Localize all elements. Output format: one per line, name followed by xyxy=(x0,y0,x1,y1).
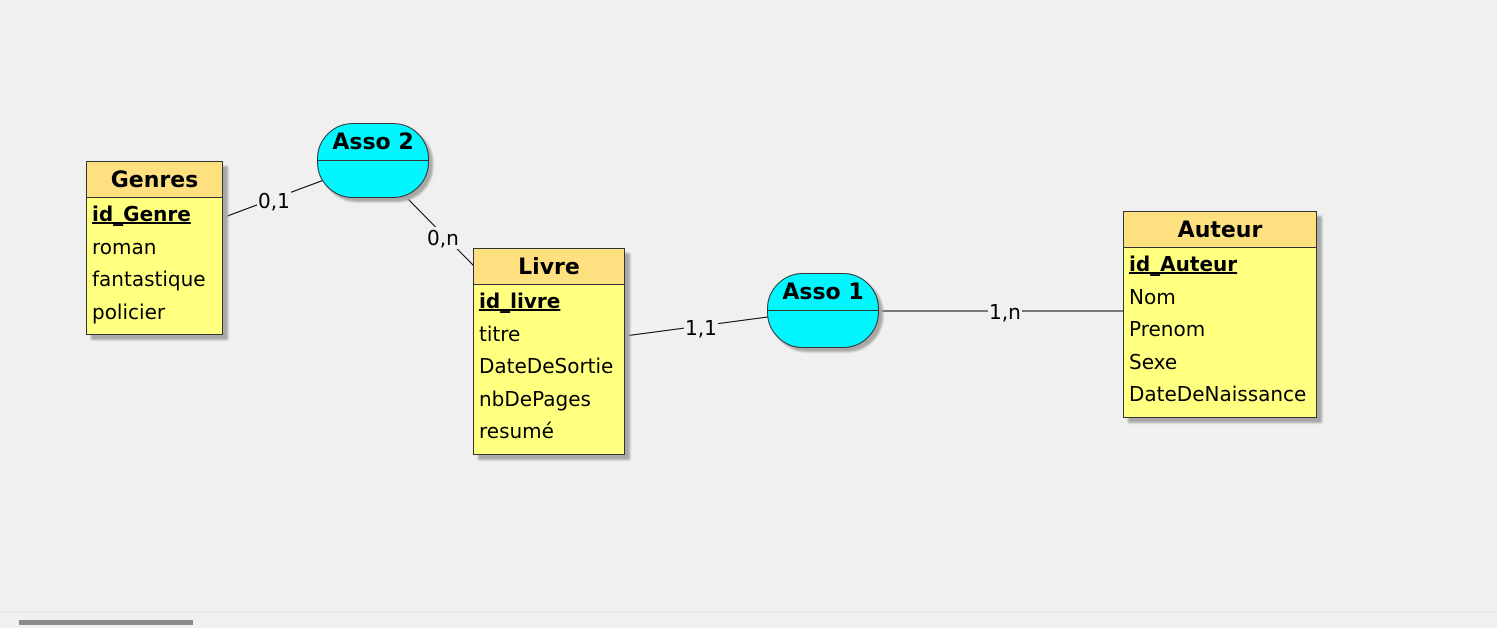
cardinality-asso1-auteur: 1,n xyxy=(988,300,1022,324)
attribute-nom: Nom xyxy=(1129,284,1176,309)
attribute-sexe: Sexe xyxy=(1129,349,1178,374)
attribute-titre: titre xyxy=(479,321,521,346)
entity-livre[interactable]: Livre id_livre titre DateDeSortie nbDePa… xyxy=(473,248,625,455)
attribute-resume: resumé xyxy=(479,419,554,443)
entity-auteur-title: Auteur xyxy=(1124,212,1316,248)
attribute-date-de-sortie: DateDeSortie xyxy=(479,354,614,378)
attribute-fantastique: fantastique xyxy=(92,267,206,291)
attribute-prenom: Prenom xyxy=(1129,317,1206,341)
attribute-id-genre: id_Genre xyxy=(92,202,191,226)
cardinality-asso2-livre: 0,n xyxy=(426,226,460,250)
scrollbar-thumb[interactable] xyxy=(19,620,193,625)
association-asso2[interactable]: Asso 2 xyxy=(317,123,429,198)
attribute-id-auteur: id_Auteur xyxy=(1129,252,1238,276)
cardinality-genres-asso2: 0,1 xyxy=(257,189,291,213)
attribute-date-de-naissance: DateDeNaissance xyxy=(1129,382,1307,406)
entity-genres[interactable]: Genres id_Genre roman fantastique polici… xyxy=(86,161,223,335)
entity-livre-title: Livre xyxy=(474,249,624,285)
attribute-roman: roman xyxy=(92,234,157,259)
attribute-nb-de-pages: nbDePages xyxy=(479,386,591,411)
association-asso1-title: Asso 1 xyxy=(768,274,878,311)
entity-genres-title: Genres xyxy=(87,162,222,198)
association-asso1[interactable]: Asso 1 xyxy=(767,273,879,348)
horizontal-scrollbar[interactable] xyxy=(0,611,1497,628)
attribute-policier: policier xyxy=(92,299,166,324)
cardinality-livre-asso1: 1,1 xyxy=(684,316,718,340)
association-asso2-title: Asso 2 xyxy=(318,124,428,161)
entity-auteur[interactable]: Auteur id_Auteur Nom Prenom Sexe DateDeN… xyxy=(1123,211,1317,418)
attribute-id-livre: id_livre xyxy=(479,289,561,313)
